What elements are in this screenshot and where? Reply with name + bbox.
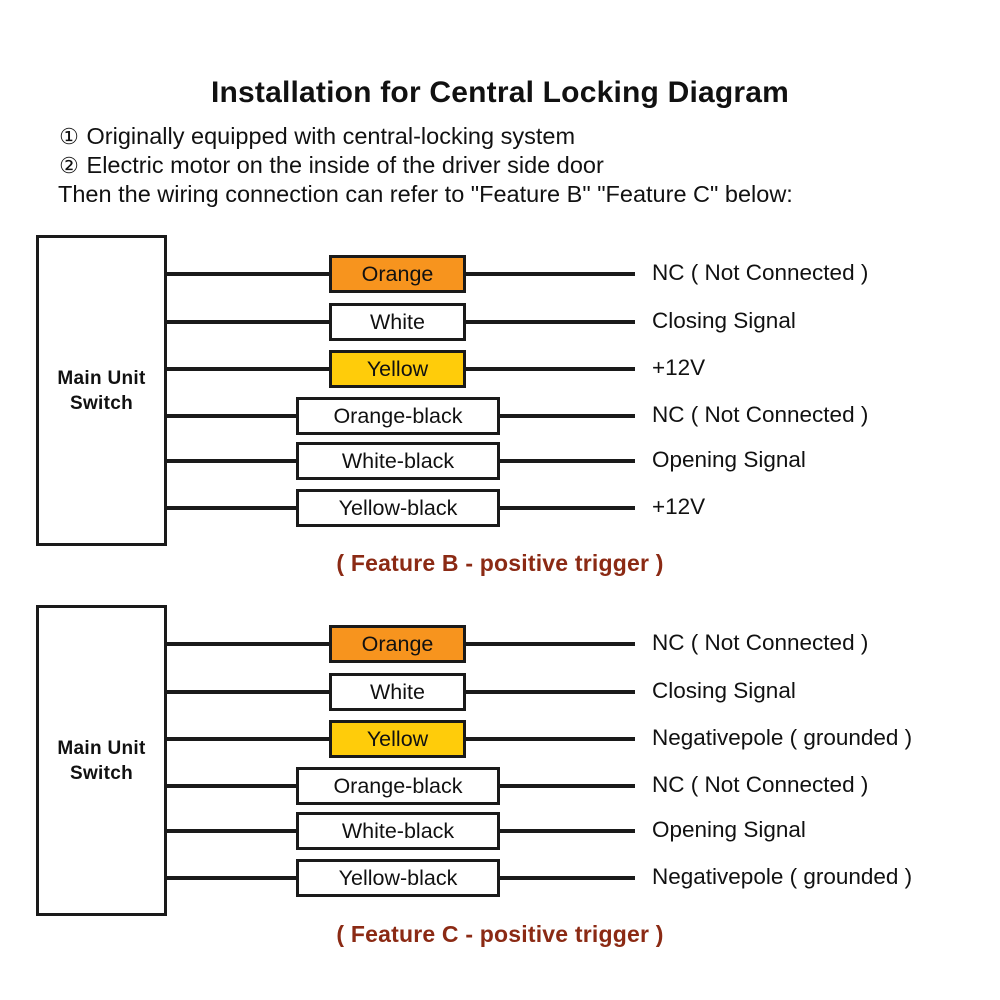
main-unit-label-line1: Main Unit [57, 738, 146, 759]
wire-segment-right [500, 459, 635, 463]
wire-label-chip: Yellow [329, 720, 466, 758]
wire-segment-left [167, 459, 296, 463]
diagram-caption-feature-c: ( Feature C - positive trigger ) [336, 921, 664, 947]
wire-endpoint-label: +12V [652, 355, 706, 380]
wire-segment-left [167, 320, 329, 324]
wire-label-chip: Orange-black [296, 397, 500, 435]
wire-label-chip: Yellow-black [296, 489, 500, 527]
wire-segment-left [167, 642, 329, 646]
intro-note-1: ① Originally equipped with central-locki… [58, 122, 978, 151]
wire-endpoint-label: Opening Signal [652, 817, 806, 842]
wire-label-chip: Orange-black [296, 767, 500, 805]
main-unit-label-line1: Main Unit [57, 368, 146, 389]
wire-label-chip: Yellow [329, 350, 466, 388]
wire-segment-right [500, 829, 635, 833]
wire-label-chip: Orange [329, 625, 466, 663]
list-marker-1: ① [59, 124, 79, 149]
wire-segment-left [167, 506, 296, 510]
diagram-caption-feature-b: ( Feature B - positive trigger ) [336, 550, 664, 576]
wire-segment-right [466, 272, 635, 276]
wire-segment-right [466, 737, 635, 741]
page-title: Installation for Central Locking Diagram [210, 76, 790, 109]
wire-segment-right [466, 320, 635, 324]
wire-segment-right [466, 367, 635, 371]
wire-segment-left [167, 414, 296, 418]
wire-segment-right [500, 876, 635, 880]
main-unit-label-line2: Switch [69, 393, 134, 414]
wire-endpoint-label: NC ( Not Connected ) [652, 772, 869, 797]
wire-segment-left [167, 272, 329, 276]
wire-endpoint-label: Negativepole ( grounded ) [652, 725, 913, 750]
wire-endpoint-label: Opening Signal [652, 447, 806, 472]
wire-segment-right [466, 642, 635, 646]
wire-segment-right [500, 414, 635, 418]
wire-endpoint-label: Closing Signal [652, 678, 796, 703]
wire-segment-right [500, 784, 635, 788]
wire-label-chip: Orange [329, 255, 466, 293]
wire-label-chip: White-black [296, 442, 500, 480]
wire-segment-left [167, 690, 329, 694]
wire-endpoint-label: Closing Signal [652, 308, 796, 333]
wire-endpoint-label: Negativepole ( grounded ) [652, 864, 913, 889]
wire-label-chip: White-black [296, 812, 500, 850]
wire-label-chip: White [329, 303, 466, 341]
wire-endpoint-label: +12V [652, 494, 706, 519]
wire-segment-right [466, 690, 635, 694]
wire-segment-right [500, 506, 635, 510]
wire-label-chip: White [329, 673, 466, 711]
intro-note-2-text: Electric motor on the inside of the driv… [86, 152, 604, 178]
intro-note-2: ② Electric motor on the inside of the dr… [58, 151, 978, 180]
wire-segment-left [167, 876, 296, 880]
intro-note-1-text: Originally equipped with central-locking… [86, 123, 576, 149]
wire-endpoint-label: NC ( Not Connected ) [652, 630, 869, 655]
wire-endpoint-label: NC ( Not Connected ) [652, 402, 869, 427]
wire-segment-left [167, 784, 296, 788]
wire-segment-left [167, 737, 329, 741]
wire-label-chip: Yellow-black [296, 859, 500, 897]
list-marker-2: ② [59, 153, 79, 178]
wire-segment-left [167, 367, 329, 371]
wire-endpoint-label: NC ( Not Connected ) [652, 260, 869, 285]
main-unit-label-line2: Switch [69, 763, 134, 784]
wire-segment-left [167, 829, 296, 833]
intro-notes: ① Originally equipped with central-locki… [58, 122, 978, 209]
intro-note-closing: Then the wiring connection can refer to … [58, 181, 793, 207]
